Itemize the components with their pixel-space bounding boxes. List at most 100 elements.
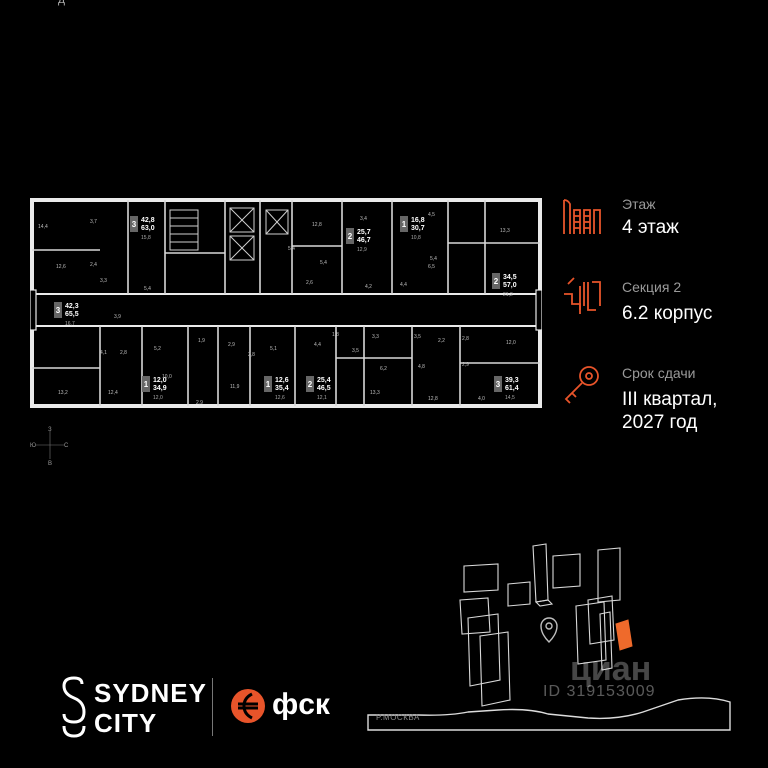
watermark-logo: циан xyxy=(570,650,652,688)
room-area-label: 1,9 xyxy=(198,338,205,344)
room-area-label: 5,4 xyxy=(144,286,151,292)
svg-text:12,6: 12,6 xyxy=(275,377,289,384)
room-area-label: 2,8 xyxy=(120,350,127,356)
apartment-badge: 2 25,746,7 12,9 xyxy=(346,228,371,253)
svg-text:39,3: 39,3 xyxy=(505,377,519,384)
svg-text:3: 3 xyxy=(496,380,501,389)
room-area-label: 5,1 xyxy=(270,346,277,352)
top-text-fragment: д xyxy=(58,0,65,6)
room-area-label: 2,9 xyxy=(462,362,469,368)
compass-west: Ю xyxy=(30,443,36,449)
compass-rose: З В Ю С xyxy=(30,427,69,465)
section-label: Секция 2 xyxy=(622,279,682,295)
room-area-label: 4,1 xyxy=(100,350,107,356)
room-area-label: 13,3 xyxy=(500,228,510,234)
room-area-label: 2,2 xyxy=(438,338,445,344)
svg-text:10,8: 10,8 xyxy=(411,235,421,241)
svg-text:25,7: 25,7 xyxy=(357,229,371,236)
fsk-logo-icon xyxy=(231,689,265,723)
sydney-city-logo-icon xyxy=(62,676,86,738)
room-area-label: 12,8 xyxy=(312,222,322,228)
developer-name: фск xyxy=(272,688,330,721)
apartment-badge: 1 16,830,7 10,8 xyxy=(400,216,425,241)
svg-text:42,3: 42,3 xyxy=(65,303,79,310)
room-area-label: 14,4 xyxy=(38,224,48,230)
room-area-label: 4,2 xyxy=(365,284,372,290)
room-area-label: 12,8 xyxy=(428,396,438,402)
room-area-label: 3,4 xyxy=(360,216,367,222)
svg-text:12,9: 12,9 xyxy=(357,247,367,253)
room-area-label: 3,5 xyxy=(414,334,421,340)
svg-text:46,5: 46,5 xyxy=(317,385,331,392)
room-area-label: 6,2 xyxy=(380,366,387,372)
room-area-label: 2,8 xyxy=(248,352,255,358)
room-area-label: 4,8 xyxy=(418,364,425,370)
svg-text:30,7: 30,7 xyxy=(411,225,425,232)
room-area-label: 3,9 xyxy=(114,314,121,320)
room-area-label: 2,4 xyxy=(90,262,97,268)
svg-text:1: 1 xyxy=(266,380,271,389)
room-area-label: 2,8 xyxy=(462,336,469,342)
room-area-label: 12,0 xyxy=(506,340,516,346)
room-area-label: 2,9 xyxy=(228,342,235,348)
room-area-label: 3,7 xyxy=(90,219,97,225)
room-area-label: 4,0 xyxy=(478,396,485,402)
svg-text:1: 1 xyxy=(144,380,149,389)
svg-text:61,4: 61,4 xyxy=(505,385,519,392)
svg-text:21,2: 21,2 xyxy=(503,292,513,298)
deadline-label: Срок сдачи xyxy=(622,365,696,381)
logo-divider xyxy=(212,678,213,736)
site-map xyxy=(367,543,731,731)
room-area-label: 13,2 xyxy=(58,390,68,396)
room-area-label: 6,5 xyxy=(428,264,435,270)
section-stairs-icon xyxy=(564,277,601,314)
room-area-label: 5,4 xyxy=(430,256,437,262)
svg-text:2: 2 xyxy=(308,380,313,389)
room-area-label: 1,8 xyxy=(332,332,339,338)
apartment-badge: 3 42,863,0 15,8 xyxy=(130,216,155,241)
deadline-value-line1: III квартал, xyxy=(622,389,718,410)
room-area-label: 11,9 xyxy=(230,384,240,390)
deadline-value-line2: 2027 год xyxy=(622,412,698,433)
svg-text:42,8: 42,8 xyxy=(141,217,155,224)
svg-text:2: 2 xyxy=(494,277,499,286)
svg-text:12,6: 12,6 xyxy=(275,395,285,401)
compass-north: З xyxy=(48,427,52,433)
svg-text:3: 3 xyxy=(56,306,61,315)
room-area-label: 2,9 xyxy=(196,400,203,406)
svg-text:46,7: 46,7 xyxy=(357,237,371,244)
key-icon xyxy=(564,366,599,404)
river-label: Р.МОСКВА xyxy=(376,713,420,722)
building-floors-icon xyxy=(563,199,601,234)
svg-text:12,0: 12,0 xyxy=(153,395,163,401)
svg-text:12,0: 12,0 xyxy=(153,377,167,384)
room-area-label: 4,4 xyxy=(314,342,321,348)
svg-text:35,4: 35,4 xyxy=(275,385,289,392)
room-area-label: 5,4 xyxy=(320,260,327,266)
section-value: 6.2 корпус xyxy=(622,303,713,324)
svg-text:16,8: 16,8 xyxy=(411,217,425,224)
brand-line2: CITY xyxy=(94,708,158,738)
svg-text:15,8: 15,8 xyxy=(141,235,151,241)
room-area-label: 12,6 xyxy=(56,264,66,270)
svg-text:34,9: 34,9 xyxy=(153,385,167,392)
room-area-label: 5,2 xyxy=(154,346,161,352)
svg-text:12,1: 12,1 xyxy=(317,395,327,401)
svg-text:16,7: 16,7 xyxy=(65,321,75,327)
floor-label: Этаж xyxy=(622,196,656,212)
svg-text:63,0: 63,0 xyxy=(141,225,155,232)
watermark-id: ID 319153009 xyxy=(543,683,656,700)
compass-east: С xyxy=(64,443,69,449)
room-area-label: 4,4 xyxy=(400,282,407,288)
svg-text:3: 3 xyxy=(132,220,137,229)
svg-text:1: 1 xyxy=(402,220,407,229)
brand-line1: SYDNEY xyxy=(94,678,207,708)
svg-text:2: 2 xyxy=(348,232,353,241)
room-area-label: 13,3 xyxy=(370,390,380,396)
